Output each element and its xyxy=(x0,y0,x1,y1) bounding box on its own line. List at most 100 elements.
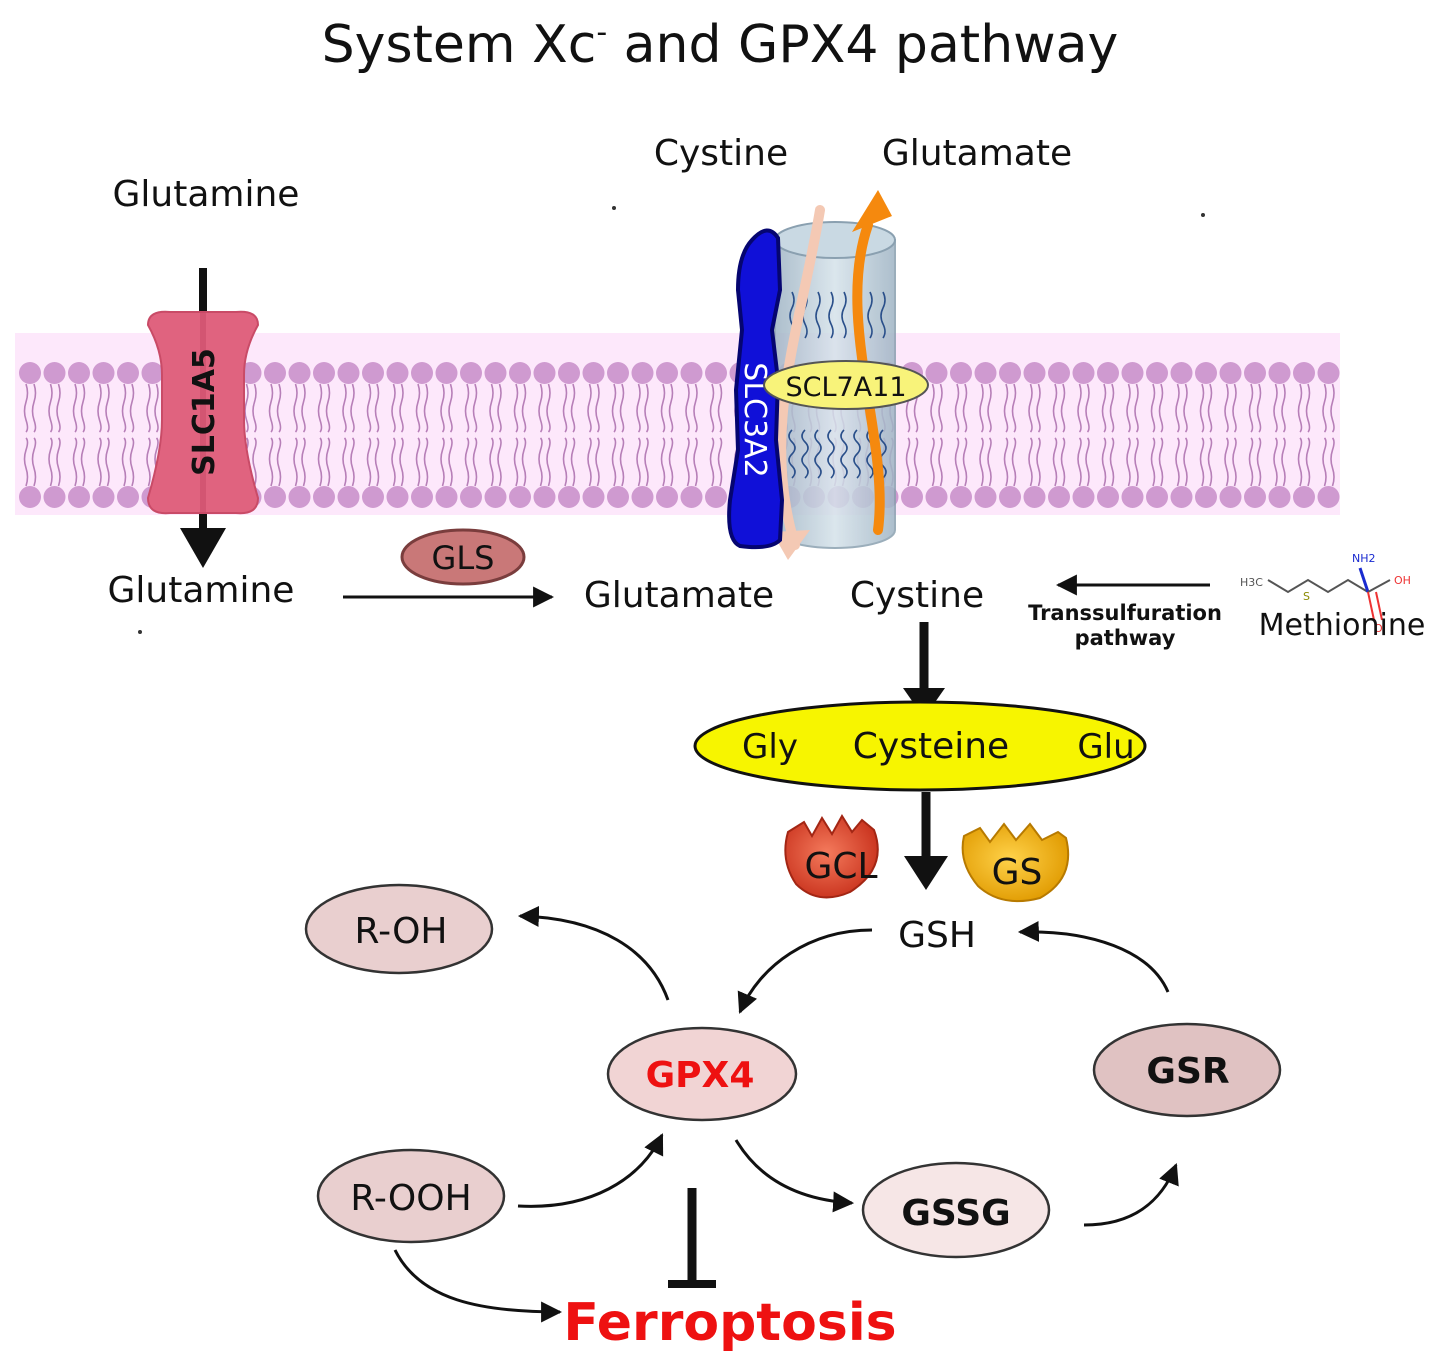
lipid-head xyxy=(1048,486,1070,508)
lipid-tail xyxy=(1085,383,1090,433)
lipid-head xyxy=(509,362,531,384)
lipid-tail xyxy=(1199,437,1205,487)
lipid-tail xyxy=(423,437,429,487)
lipid-tail xyxy=(154,383,159,433)
lipid-tail xyxy=(913,437,919,487)
lipid-tail xyxy=(252,437,257,487)
lipid-tail xyxy=(366,383,372,433)
lipid-head xyxy=(509,486,531,508)
lipid-tail xyxy=(129,437,135,487)
lipid-tail xyxy=(717,383,723,433)
lipid-head xyxy=(435,486,458,508)
lipid-head xyxy=(1317,486,1340,508)
glu-label: Glu xyxy=(1077,727,1134,767)
gsh-to-gpx4-arrow xyxy=(737,928,873,1014)
lipid-tail xyxy=(366,437,372,487)
lipid-head xyxy=(117,362,139,384)
lipid-tail xyxy=(938,437,943,487)
lipid-head xyxy=(92,362,115,384)
channel-lipid xyxy=(827,429,835,479)
lipid-tail xyxy=(80,383,86,433)
lipid-tail xyxy=(472,437,478,487)
channel-lipid xyxy=(853,429,861,479)
lipid-tail xyxy=(1207,437,1213,487)
lipid-tail xyxy=(1330,383,1335,433)
slc7a11-oval xyxy=(763,360,929,410)
lipid-tail xyxy=(513,437,519,487)
lipid-tail xyxy=(595,437,600,487)
lipid-head xyxy=(288,362,311,384)
lipid-tail xyxy=(962,383,968,433)
lipid-tail xyxy=(595,383,600,433)
lipid-tail xyxy=(905,437,911,487)
gcl-enzyme: GCL xyxy=(784,814,879,899)
lipid-head xyxy=(1121,486,1144,508)
ferroptosis-label: Ferroptosis xyxy=(563,1293,896,1353)
intracellular-glutamate-label: Glutamate xyxy=(584,575,774,616)
gpx4-to-roh-arrow xyxy=(517,905,670,1001)
lipid-tail xyxy=(1207,383,1213,433)
lipid-tail xyxy=(350,437,355,487)
lipid-tail xyxy=(546,383,551,433)
lipid-head xyxy=(386,486,409,508)
lipid-tail xyxy=(1052,383,1058,433)
lipid-head xyxy=(264,362,286,384)
rooh-to-ferroptosis-arrow xyxy=(393,1249,563,1323)
lipid-tail xyxy=(1199,383,1205,433)
lipid-head xyxy=(925,362,948,384)
roh-label: R-OH xyxy=(355,911,448,952)
lipid-tail xyxy=(146,383,151,433)
lipid-head xyxy=(999,486,1021,508)
lipid-tail xyxy=(497,383,502,433)
lipid-tail xyxy=(1150,383,1156,433)
lipid-head xyxy=(1219,486,1242,508)
lipid-tail xyxy=(660,437,666,487)
lipid-tail xyxy=(619,437,625,487)
lipid-head xyxy=(19,362,41,384)
channel-lipid xyxy=(801,429,809,479)
lipid-tail xyxy=(31,437,37,487)
lipid-tail xyxy=(1297,383,1303,433)
glutamate-export-arrowhead xyxy=(852,190,892,232)
lipid-head xyxy=(1146,486,1168,508)
lipid-head xyxy=(1023,486,1046,508)
lipid-tail xyxy=(342,383,347,433)
lipid-head xyxy=(1048,362,1070,384)
svg-text:NH2: NH2 xyxy=(1352,552,1376,565)
methionine-label: Methionine xyxy=(1259,608,1426,643)
lipid-tail xyxy=(709,437,715,487)
lipid-head xyxy=(1072,486,1095,508)
lipid-tail xyxy=(1256,437,1262,487)
channel-lipid xyxy=(841,291,847,339)
lipid-tail xyxy=(1134,383,1139,433)
lipid-tail xyxy=(399,383,404,433)
lipid-tail xyxy=(979,437,984,487)
lipid-tail xyxy=(72,437,78,487)
lipid-tail xyxy=(562,437,568,487)
intracellular-cystine-label: Cystine xyxy=(850,575,984,616)
lipid-tail xyxy=(1011,383,1017,433)
lipid-tail xyxy=(80,437,86,487)
lipid-tail xyxy=(48,383,53,433)
lipid-head xyxy=(533,486,556,508)
lipid-head xyxy=(901,486,923,508)
lipid-tail xyxy=(930,437,935,487)
lipid-head xyxy=(656,486,678,508)
lipid-tail xyxy=(301,437,306,487)
lipid-tail xyxy=(619,383,625,433)
lipid-tail xyxy=(1109,437,1115,487)
lipid-tail xyxy=(252,383,257,433)
transsulfuration-label-line2: pathway xyxy=(1075,626,1176,650)
gpx4-to-gssg-arrow xyxy=(734,1139,855,1213)
lipid-tail xyxy=(1085,437,1090,487)
lipid-tail xyxy=(1158,437,1164,487)
transsulfuration-label-line1: Transsulfuration xyxy=(1028,601,1222,625)
lipid-tail xyxy=(1101,437,1107,487)
gssg-label: GSSG xyxy=(901,1193,1010,1234)
lipid-tail xyxy=(23,437,29,487)
lipid-head xyxy=(1170,486,1193,508)
lipid-tail xyxy=(1256,383,1262,433)
lipid-tail xyxy=(1036,383,1041,433)
lipid-tail xyxy=(391,383,396,433)
lipid-tail xyxy=(660,383,666,433)
